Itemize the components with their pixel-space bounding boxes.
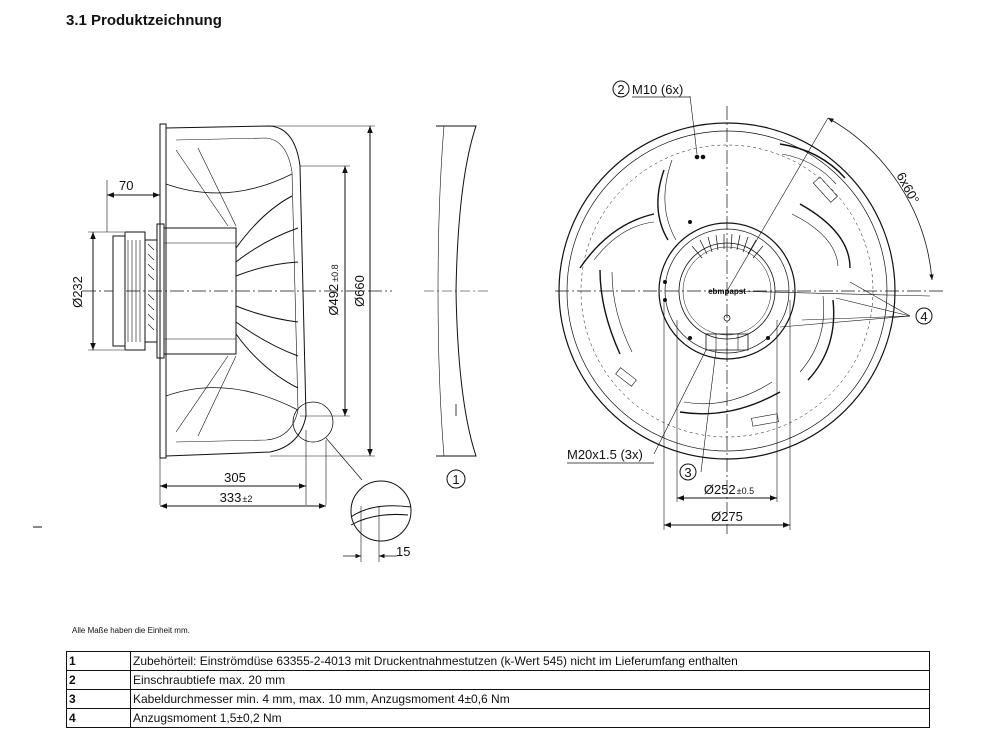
callout-3-label: 3 [684, 465, 691, 480]
m20-label: M20x1.5 (3x) [567, 447, 643, 462]
detail-view [343, 480, 412, 562]
dim-333-group: 333±2 [220, 490, 253, 505]
note-text: Kabeldurchmesser min. 4 mm, max. 10 mm, … [130, 689, 930, 709]
note-number: 1 [66, 651, 131, 671]
dim-492-tolerance: ±0.8 [330, 264, 340, 281]
dim-492-label: Ø492 [326, 284, 341, 316]
dim-333-tolerance: ±2 [242, 494, 252, 504]
dim-252-label: Ø252 [704, 482, 736, 497]
dim-660-label: Ø660 [352, 275, 367, 307]
notes-table: 1 Zubehörteil: Einströmdüse 63355-2-4013… [66, 651, 930, 728]
dim-252-tolerance: ±0.5 [737, 486, 754, 496]
dim-305-label: 305 [224, 470, 246, 485]
angle-label: 6x60° [894, 170, 923, 207]
callout-circle-4 [915, 307, 933, 325]
dim-70-label: 70 [119, 178, 133, 193]
table-row: 4 Anzugsmoment 1,5±0,2 Nm [66, 708, 930, 728]
callout-4-label: 4 [920, 309, 927, 324]
m10-label: M10 (6x) [632, 82, 683, 97]
callout-circle-2 [612, 80, 630, 98]
dim-15-label: 15 [396, 544, 410, 559]
note-text: Zubehörteil: Einströmdüse 63355-2-4013 m… [130, 651, 930, 671]
dim-333-label: 333 [220, 490, 242, 505]
front-view [555, 95, 944, 534]
dim-275-label: Ø275 [711, 509, 743, 524]
inlet-nozzle [424, 125, 488, 457]
dim-232-label: Ø232 [70, 276, 85, 308]
table-row: 1 Zubehörteil: Einströmdüse 63355-2-4013… [66, 651, 930, 671]
dim-252-group: Ø252±0.5 [704, 482, 754, 497]
units-note: Alle Maße haben die Einheit mm. [72, 626, 190, 635]
note-text: Anzugsmoment 1,5±0,2 Nm [130, 708, 930, 728]
table-row: 2 Einschraubtiefe max. 20 mm [66, 670, 930, 690]
callout-1-label: 1 [452, 472, 459, 487]
note-number: 3 [66, 689, 131, 709]
brand-logo: ebmpapst [708, 287, 746, 296]
svg-text:Ø492±0.8: Ø492 ±0.8 [326, 264, 341, 315]
note-text: Einschraubtiefe max. 20 mm [130, 670, 930, 690]
callout-2-label: 2 [617, 82, 624, 97]
callout-circle-1 [446, 469, 466, 489]
product-drawing: 70 Ø232 Ø492 ±0.8 Ø660 305 333±2 15 1 [33, 80, 944, 562]
dim-492-group: Ø492 ±0.8 [326, 264, 341, 315]
callout-circle-3 [679, 463, 697, 481]
note-number: 4 [66, 708, 131, 728]
table-row: 3 Kabeldurchmesser min. 4 mm, max. 10 mm… [66, 689, 930, 709]
side-view [82, 123, 392, 509]
section-title: 3.1 Produktzeichnung [66, 12, 222, 29]
note-number: 2 [66, 670, 131, 690]
